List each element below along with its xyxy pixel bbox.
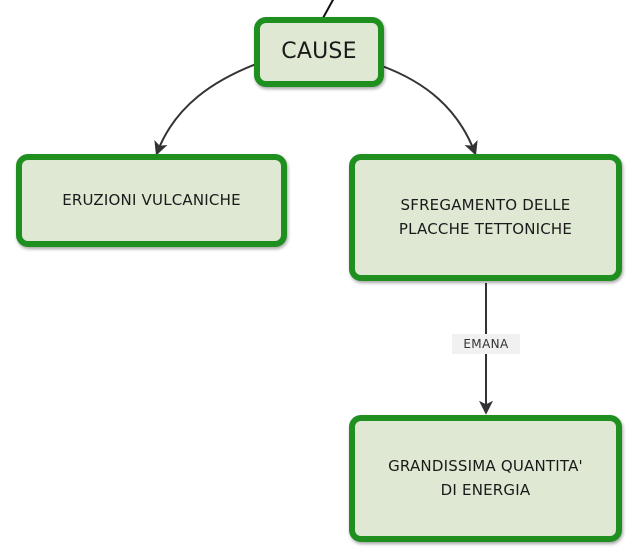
node-cause[interactable]: CAUSE: [254, 17, 384, 87]
edge-incoming-from-above: [322, 0, 335, 19]
node-grandissima-energia-label: GRANDISSIMA QUANTITA' DI ENERGIA: [388, 457, 583, 499]
node-sfregamento-placche[interactable]: SFREGAMENTO DELLE PLACCHE TETTONICHE: [349, 154, 622, 281]
node-grandissima-energia[interactable]: GRANDISSIMA QUANTITA' DI ENERGIA: [349, 415, 622, 542]
node-eruzioni-vulcaniche[interactable]: ERUZIONI VULCANICHE: [16, 154, 287, 247]
node-eruzioni-vulcaniche-label: ERUZIONI VULCANICHE: [62, 190, 241, 209]
edge-cause-to-eruzioni: [154, 63, 257, 156]
node-cause-label: CAUSE: [281, 38, 357, 64]
edge-label-emana[interactable]: EMANA: [452, 334, 520, 354]
node-sfregamento-placche-label: SFREGAMENTO DELLE PLACCHE TETTONICHE: [398, 196, 573, 238]
edge-cause-to-sfregamento: [381, 65, 478, 156]
